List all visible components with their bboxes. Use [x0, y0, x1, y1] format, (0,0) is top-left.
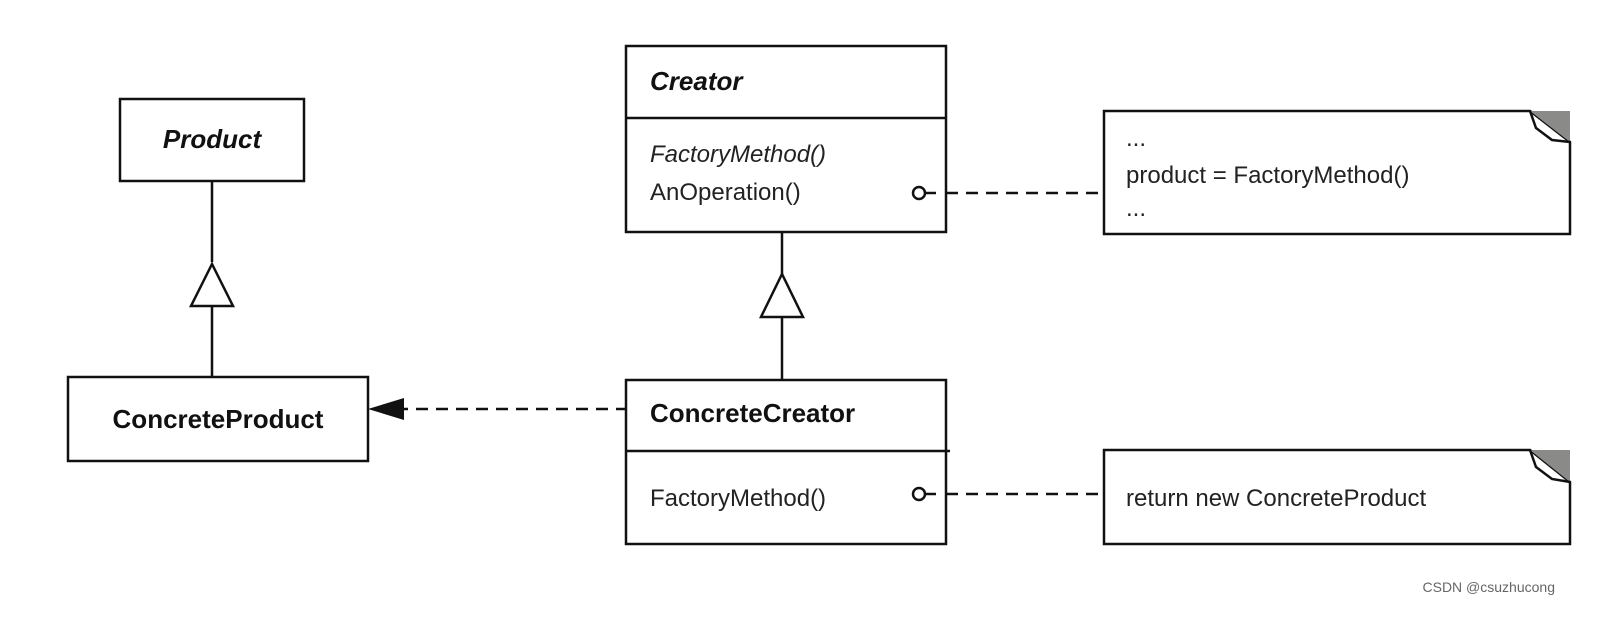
concrete-product-class-box: [66, 375, 370, 463]
factory-method-note-link: [911, 486, 1104, 502]
an-operation-note-link: [911, 185, 1104, 201]
an-operation-note-line-1: ...: [1126, 125, 1146, 152]
an-operation-note-line-3: ...: [1126, 195, 1146, 222]
creator-class: Creator FactoryMethod() AnOperation(): [624, 44, 948, 234]
creates-dependency: [368, 398, 628, 420]
concrete-product-class-name: ConcreteProduct: [113, 404, 324, 434]
creator-generalization-arrowhead: [758, 271, 806, 319]
creator-class-box: [624, 44, 948, 234]
an-operation-note: ... product = FactoryMethod() ...: [1102, 109, 1572, 236]
creator-operation-an-operation: AnOperation(): [650, 179, 801, 206]
factory-method-note-line-1: return new ConcreteProduct: [1126, 485, 1426, 512]
an-operation-note-anchor: [911, 185, 927, 201]
concrete-creator-class-box: [624, 378, 948, 546]
product-generalization: [188, 181, 236, 377]
factory-method-note-fold: [1528, 449, 1571, 484]
factory-method-note-corner: [1530, 450, 1570, 482]
creator-generalization: [758, 232, 806, 380]
an-operation-note-line-2: product = FactoryMethod(): [1126, 162, 1409, 189]
product-class: Product: [118, 97, 306, 183]
product-class-box: [118, 97, 306, 183]
an-operation-note-corner: [1530, 111, 1570, 142]
creator-class-name: Creator: [650, 66, 744, 96]
concrete-creator-class-name: ConcreteCreator: [650, 398, 855, 428]
an-operation-note-box: [1102, 109, 1572, 236]
creator-operation-factory-method: FactoryMethod(): [650, 141, 826, 168]
factory-method-note-anchor: [911, 486, 927, 502]
concrete-creator-operation-factory-method: FactoryMethod(): [650, 485, 826, 512]
product-generalization-arrowhead: [188, 261, 236, 308]
factory-method-note: return new ConcreteProduct: [1102, 448, 1572, 546]
product-class-name: Product: [163, 124, 263, 154]
concrete-creator-class: ConcreteCreator FactoryMethod(): [624, 378, 950, 546]
creates-dependency-arrowhead: [368, 398, 404, 420]
factory-method-note-box: [1102, 448, 1572, 546]
concrete-product-class: ConcreteProduct: [66, 375, 370, 463]
watermark: CSDN @csuzhucong: [1422, 579, 1556, 595]
an-operation-note-fold: [1528, 110, 1571, 144]
